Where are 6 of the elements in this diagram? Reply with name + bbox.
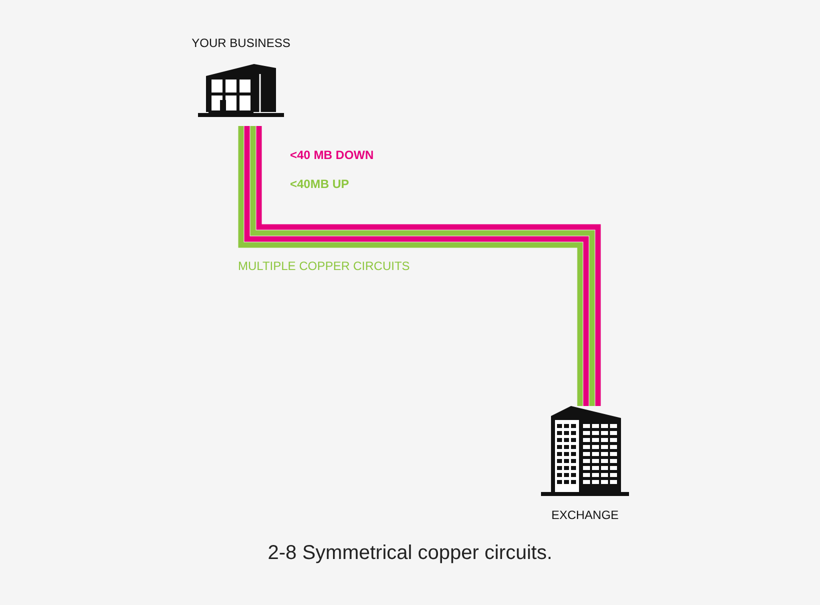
- line-label: MULTIPLE COPPER CIRCUITS: [238, 259, 410, 273]
- speed-label: <40 MB DOWN: [290, 148, 374, 162]
- caption: 2-8 Symmetrical copper circuits.: [266, 542, 554, 565]
- building-label: YOUR BUSINESS: [192, 36, 290, 50]
- speed-label: <40MB UP: [290, 177, 350, 191]
- building-label: EXCHANGE: [551, 508, 619, 522]
